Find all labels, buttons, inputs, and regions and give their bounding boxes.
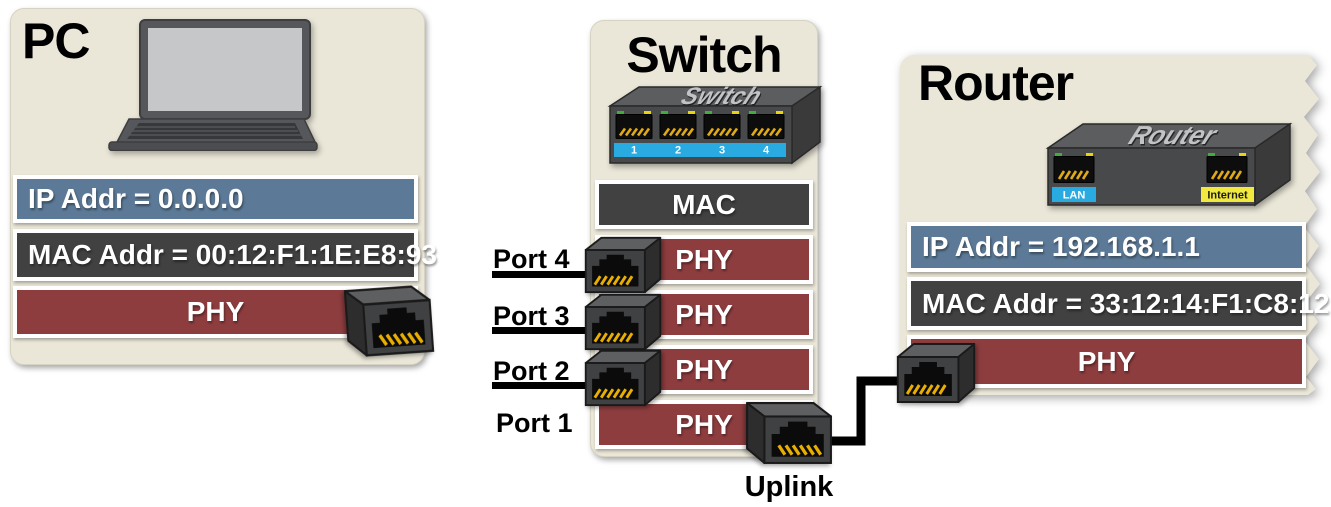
port-1-label: Port 1 bbox=[496, 408, 573, 438]
router-internet-port bbox=[1206, 153, 1248, 183]
port-3-cable bbox=[492, 327, 602, 334]
laptop-icon bbox=[108, 19, 318, 151]
port-4-rj45-jack-icon bbox=[584, 236, 662, 294]
switch-mac-bar: MAC bbox=[595, 180, 813, 229]
switch-port-number-2: 2 bbox=[675, 145, 681, 157]
switch-device-icon: Switch Switch bbox=[607, 84, 823, 165]
lan-badge-label: LAN bbox=[1063, 190, 1086, 202]
port-2-cable bbox=[492, 382, 602, 389]
router-device-label: Router bbox=[1125, 120, 1223, 150]
pc-rj45-jack-icon bbox=[343, 285, 435, 357]
switch-device-label: Switch bbox=[677, 84, 766, 110]
switch-port-number-3: 3 bbox=[719, 145, 725, 157]
lan-badge bbox=[1052, 187, 1096, 202]
port-3-rj45-jack-icon bbox=[584, 293, 662, 351]
pc-ip-bar: IP Addr = 0.0.0.0 bbox=[13, 175, 418, 223]
port-4-cable bbox=[492, 271, 602, 278]
router-title: Router bbox=[918, 55, 1074, 111]
internet-badge bbox=[1201, 187, 1254, 202]
switch-port-number-1: 1 bbox=[631, 145, 637, 157]
router-mac-bar: MAC Addr = 33:12:14:F1:C8:12 bbox=[907, 277, 1329, 330]
switch-title: Switch bbox=[626, 27, 782, 83]
port-2-label: Port 2 bbox=[493, 356, 570, 386]
uplink-rj45-jack-icon bbox=[746, 402, 832, 464]
switch-port-number-strip bbox=[614, 143, 786, 157]
switch-device-label-shadow: Switch bbox=[678, 85, 767, 112]
port-3-label: Port 3 bbox=[493, 301, 570, 331]
pc-title: PC bbox=[22, 13, 90, 69]
switch-device-ports bbox=[615, 111, 785, 139]
router-rj45-jack-icon bbox=[896, 343, 976, 403]
pc-mac-bar: MAC Addr = 00:12:F1:1E:E8:93 bbox=[13, 229, 437, 281]
router-device-icon: Router Router LAN Internet bbox=[1045, 120, 1293, 207]
uplink-label: Uplink bbox=[744, 471, 834, 503]
port-4-label: Port 4 bbox=[493, 244, 570, 274]
router-device-label-shadow: Router bbox=[1125, 122, 1223, 152]
router-ip-bar: IP Addr = 192.168.1.1 bbox=[907, 222, 1306, 272]
switch-port-number-4: 4 bbox=[763, 145, 770, 157]
router-lan-port bbox=[1053, 153, 1095, 183]
internet-badge-label: Internet bbox=[1207, 190, 1248, 202]
port-2-rj45-jack-icon bbox=[584, 349, 662, 407]
